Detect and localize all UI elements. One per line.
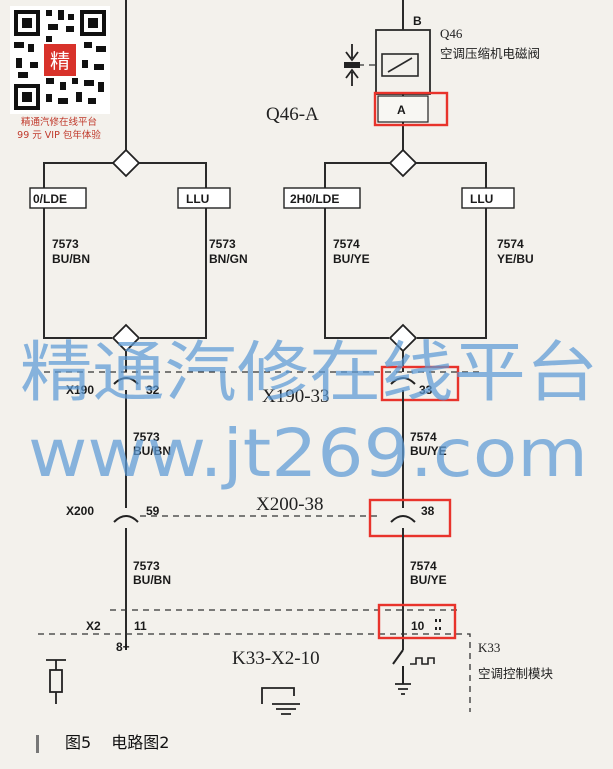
x2-callout: K33-X2-10	[232, 648, 320, 669]
caption-bar	[36, 734, 39, 753]
figure-caption: 图5 电路图2	[36, 729, 169, 753]
right-option-box-a	[283, 187, 361, 209]
x2-right-pin: 10	[411, 619, 425, 633]
k33-module-boundary	[38, 633, 471, 712]
k33-desc: 空调控制模块	[478, 666, 554, 681]
driver-switch-icon	[392, 649, 435, 695]
qr-pattern: 精	[10, 6, 110, 114]
low-right-code: 7574	[410, 559, 437, 573]
q46a-highlight	[373, 91, 449, 127]
x200-left-terminal	[113, 515, 139, 523]
x200-to-x2-wires	[125, 528, 404, 650]
x2-label: X2	[86, 619, 101, 633]
x2-10-highlight	[377, 603, 457, 640]
right-wire1-code: 7574	[333, 237, 360, 251]
q46-solenoid-box	[375, 29, 431, 95]
qr-code-icon: 精	[10, 6, 110, 114]
k33-code: K33	[478, 640, 500, 655]
x200-left-pin: 59	[146, 504, 160, 518]
x2-supply-label: 8+	[116, 640, 130, 654]
x2-pin-marker-icon	[435, 619, 441, 630]
valve-arrow-icon	[344, 44, 360, 86]
x190-callout: X190-33	[262, 386, 330, 407]
left-upper-split	[43, 162, 207, 190]
left-lower-split	[43, 208, 207, 339]
q46-pin-b: B	[413, 14, 422, 28]
mid-left-color: BU/BN	[133, 444, 171, 458]
left-wire1-code: 7573	[52, 237, 79, 251]
splice-to-x190-wires	[125, 351, 404, 372]
left-top-splice	[111, 148, 141, 178]
right-option-label-b: LLU	[470, 192, 493, 206]
left-option-label-a: 0/LDE	[33, 192, 67, 206]
module-ground-icon	[261, 687, 300, 715]
right-lower-split	[324, 208, 487, 339]
mid-left-code: 7573	[133, 430, 160, 444]
watermark-line1: 精通汽修在线平台	[20, 334, 598, 411]
low-left-color: BU/BN	[133, 573, 171, 587]
right-wire2-color: YE/BU	[497, 252, 534, 266]
left-wire2-color: BN/GN	[209, 252, 248, 266]
low-left-code: 7573	[133, 559, 160, 573]
x2-left-pin: 11	[134, 619, 147, 633]
x200-label: X200	[66, 504, 94, 518]
figure-title: 电路图2	[111, 733, 170, 752]
q46a-callout: Q46-A	[266, 104, 319, 125]
qr-caption-line2: 99 元 VIP 包年体验	[17, 130, 101, 141]
left-option-box-a	[29, 187, 87, 209]
x200-right-terminal	[390, 515, 416, 523]
x190-left-terminal	[113, 377, 139, 385]
q46-desc: 空调压缩机电磁阀	[440, 46, 540, 61]
mid-right-code: 7574	[410, 430, 437, 444]
low-right-color: BU/YE	[410, 573, 447, 587]
right-wire2-code: 7574	[497, 237, 524, 251]
right-option-label-a: 2H0/LDE	[290, 192, 339, 206]
q46-coil-symbol	[381, 53, 419, 77]
left-option-label-b: LLU	[186, 192, 209, 206]
x190-to-x200-wires	[125, 390, 404, 508]
x200-38-highlight	[368, 498, 452, 538]
qr-caption: 精通汽修在线平台 99 元 VIP 包年体验	[0, 116, 118, 142]
x200-callout: X200-38	[256, 494, 324, 515]
q46a-pin-box	[377, 95, 429, 123]
figure-number: 图5	[65, 733, 92, 752]
k33-internal-fuse-icon	[46, 659, 66, 704]
x190-33-highlight	[380, 365, 460, 402]
left-wire2-code: 7573	[209, 237, 236, 251]
right-option-box-b	[461, 187, 515, 209]
left-option-box-b	[177, 187, 231, 209]
qr-caption-line1: 精通汽修在线平台	[20, 117, 97, 128]
right-wire1-color: BU/YE	[333, 252, 370, 266]
x190-right-pin: 33	[419, 383, 433, 397]
q46-code: Q46	[440, 26, 463, 41]
mid-right-color: BU/YE	[410, 444, 447, 458]
x190-left-pin: 32	[146, 383, 160, 397]
right-top-splice	[388, 148, 418, 178]
q46a-pin: A	[397, 103, 406, 117]
x190-label: X190	[66, 383, 94, 397]
x190-right-terminal	[390, 377, 416, 385]
watermark-line2: www.jt269.com	[28, 415, 588, 492]
right-upper-split	[324, 162, 487, 190]
left-wire1-color: BU/BN	[52, 252, 90, 266]
q46-coil-slash	[387, 57, 413, 73]
qr-badge-char: 精	[50, 49, 70, 73]
x200-right-pin: 38	[421, 504, 435, 518]
